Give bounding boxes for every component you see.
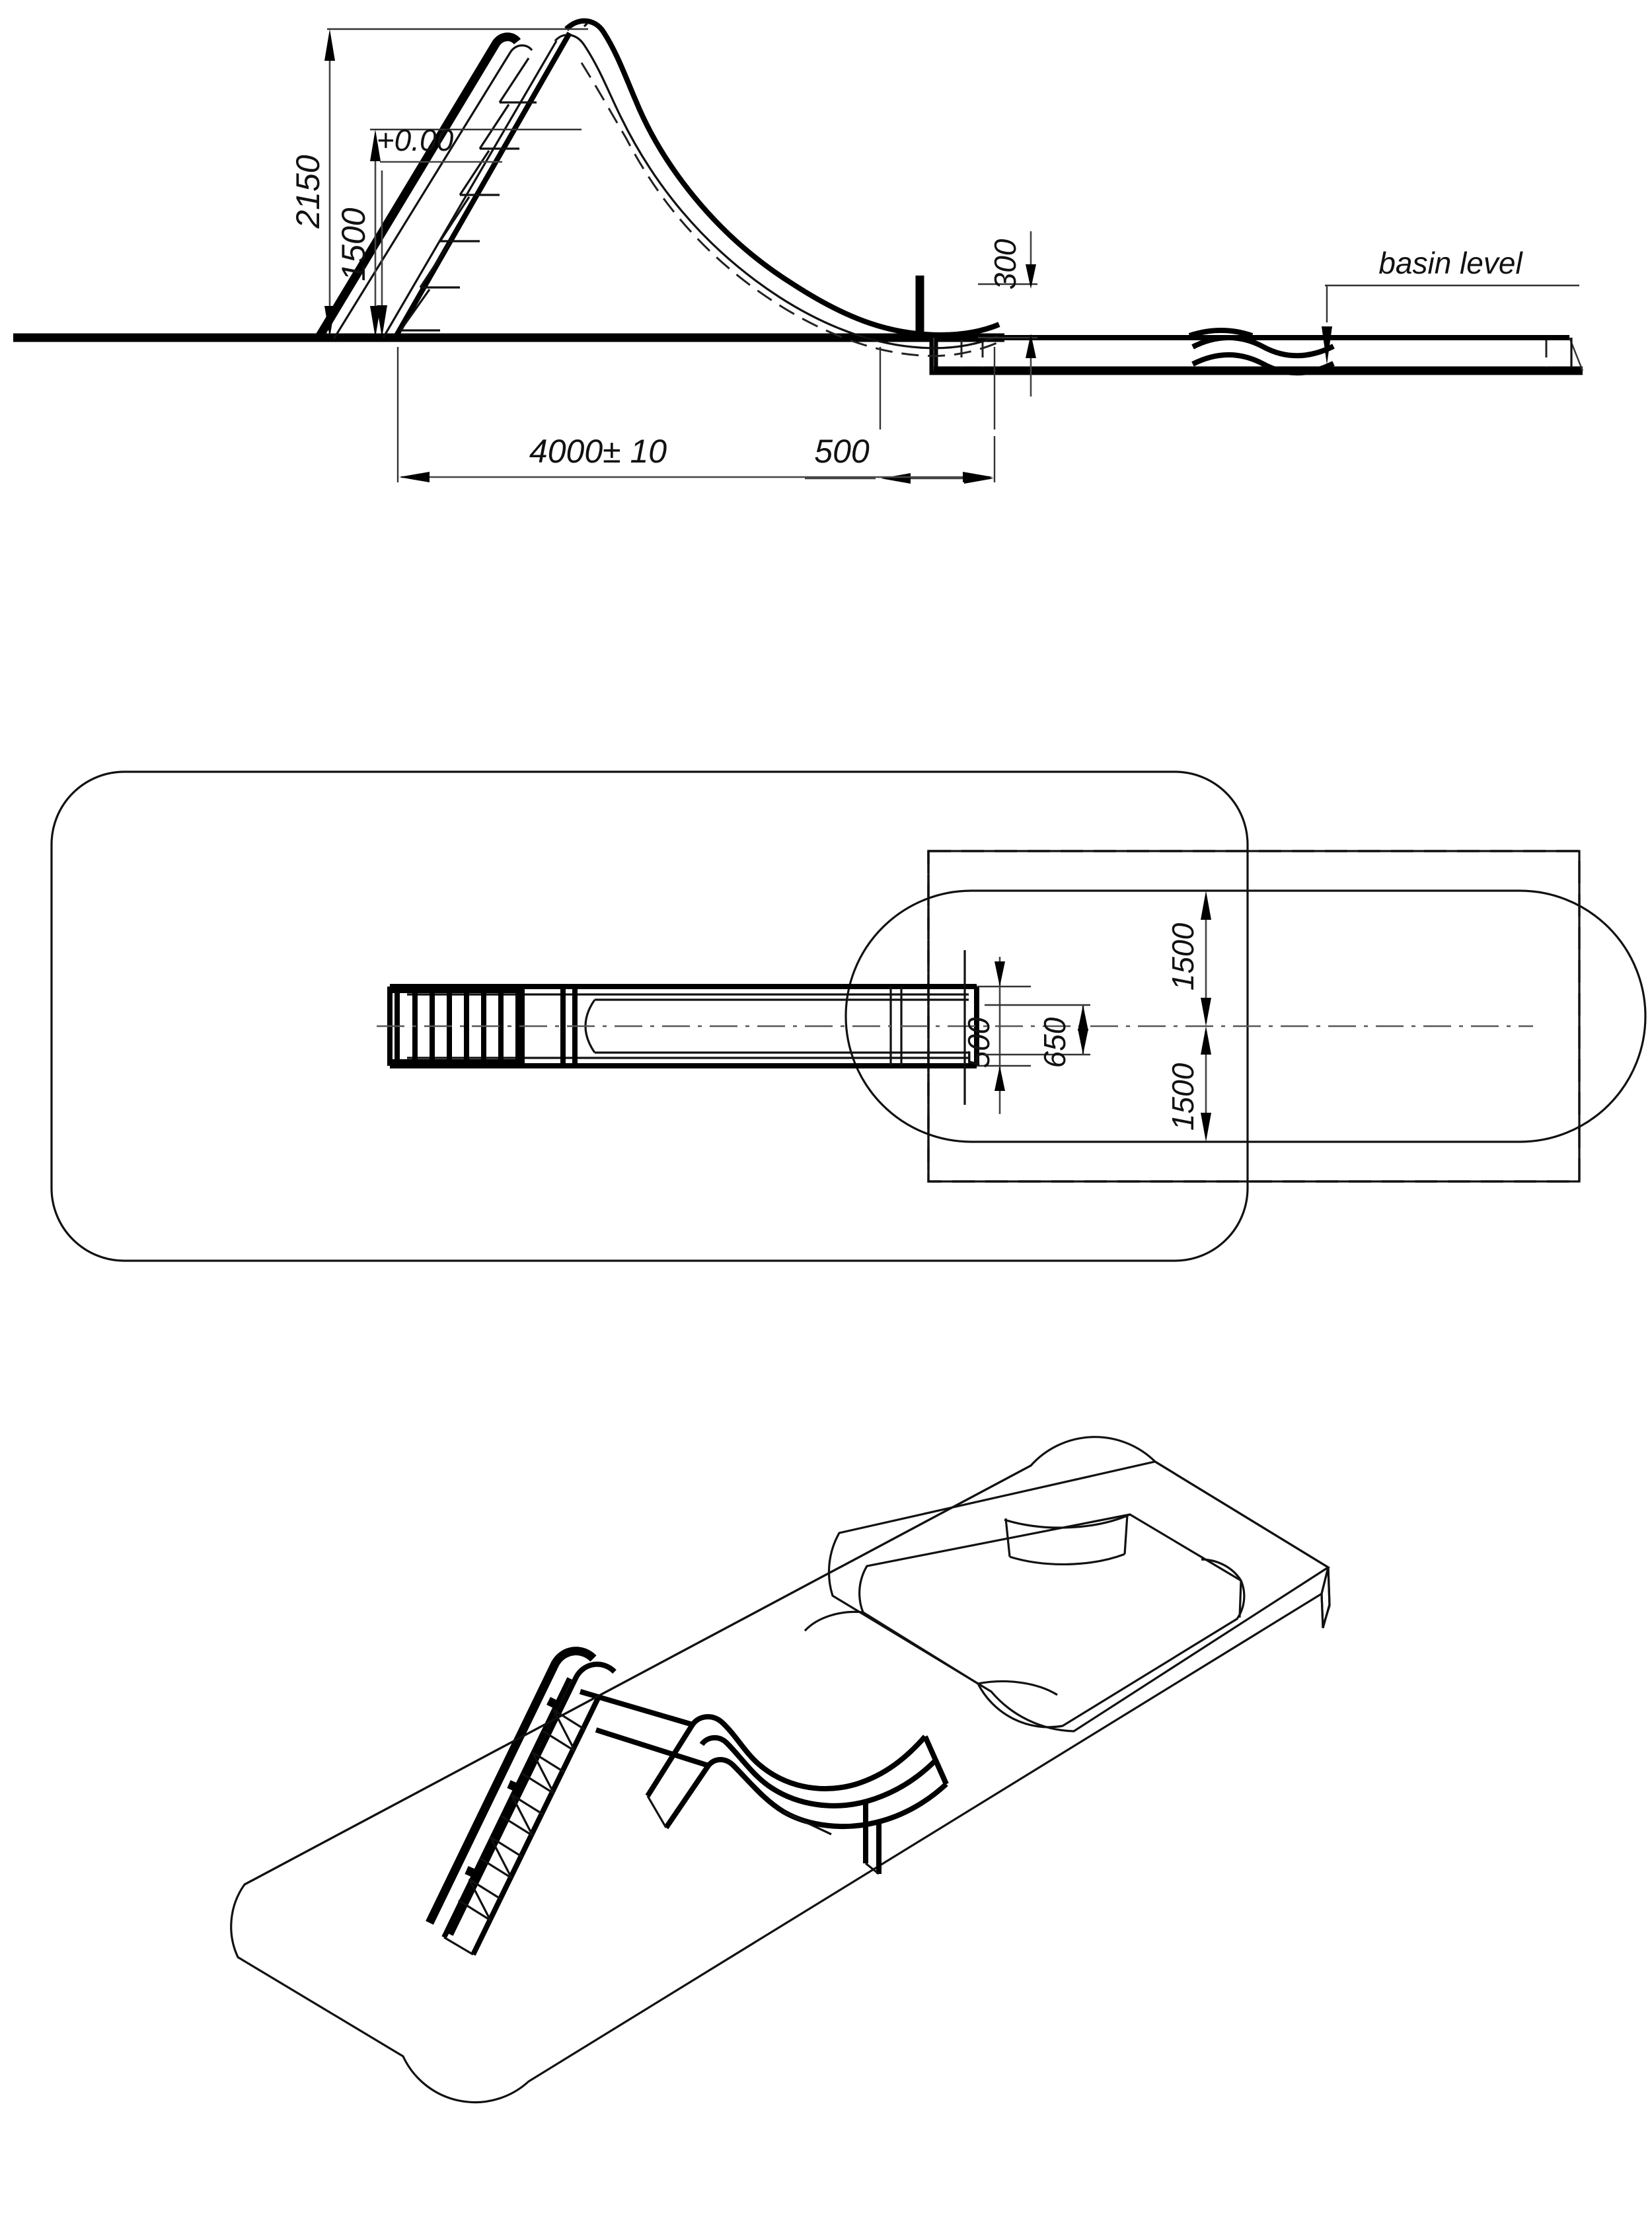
iso-rim-wall-c [1238,1580,1242,1618]
arrow-4000-left [399,472,430,482]
iso-deck-thickness-b [1320,1593,1324,1629]
arrow-pbot1500-up [1201,1026,1211,1055]
dim-label-overall-length: 4000± 10 [529,433,667,470]
slide-structure [314,18,1000,357]
level-marker-ground: +0.00 [377,123,502,338]
dimension-flume-half-width: 500 [961,957,1031,1114]
iso-flume-top-edge [690,1714,928,1791]
iso-flume-bottom-edge [706,1757,948,1830]
dim-label-flume-half-width: 500 [961,1017,996,1068]
arrow-4000-right [963,472,993,482]
arrow-500-left [881,473,911,484]
iso-frame-foot-front [646,1795,667,1828]
apex-mark [583,21,589,28]
dim-label-platform-height: 1500 [335,207,372,281]
arrow-p500-bottom [995,1066,1005,1091]
iso-flume-underside-a [783,1811,832,1836]
arrow-2150-bottom [324,306,335,338]
iso-shelf-arc-2 [977,1680,1058,1696]
arrow-2150-top [324,29,335,61]
level-label-ground: +0.00 [377,123,454,157]
iso-ladder-stringer-a [441,1677,572,1939]
plan-projection-boundary [927,850,1581,1183]
dim-label-exit-offset: 500 [814,433,870,470]
frame-front-rail-inner [382,40,558,338]
top-plan-view: 500 650 1500 [50,770,1647,1262]
dim-label-flume-outer-width: 650 [1037,1017,1072,1068]
arrow-p500-top [995,961,1005,987]
iso-flume-support-base [865,1862,880,1875]
iso-basin-coping [827,1460,1331,1733]
ladder-handrail [314,32,521,342]
dimension-flume-exit-height: 300 [978,231,1037,396]
basin-level-arrow [1322,326,1332,365]
arrow-ptop1500-up [1201,891,1211,920]
iso-handrail-bracket-a [546,1697,561,1710]
dimension-platform-height: 1500 [335,128,582,338]
iso-flume [690,1714,949,1875]
iso-ladder-rungs [458,1709,586,1922]
iso-deck-thickness-c [1322,1604,1331,1629]
plan-deck-outline [50,770,1249,1262]
dimension-basin-offset-bottom: 1500 [1166,1026,1211,1142]
ladder-treads [399,57,537,332]
arrow-p650-bottom [1078,1029,1088,1055]
iso-rim-arc-right [1201,1558,1242,1581]
arrow-p650-top [1078,1005,1088,1031]
arrow-1500-bottom [370,306,381,338]
iso-shelf-arc [804,1610,864,1632]
dim-label-basin-offset-top: 1500 [1166,922,1200,990]
dim-label-basin-offset-bottom: 1500 [1166,1063,1200,1131]
dimension-basin-offset-top: 1500 [1166,891,1211,1026]
flume-outer-edge [564,18,1000,338]
iso-deck-thickness-a [1327,1567,1331,1605]
iso-deck-top [230,1436,1330,2104]
level-marker-basin: basin level [1322,246,1579,365]
iso-ladder-handrail-inner [448,1661,617,1936]
arrow-1500-top [370,130,381,161]
plan-flume [387,984,979,1068]
iso-rim-arc-top-inner [1009,1553,1125,1566]
ladder-handrail-inner [332,44,533,340]
flume-centerline [580,62,999,357]
level-label-basin: basin level [1378,246,1523,280]
dim-label-total-height: 2150 [289,155,326,229]
arrow-pbot1500-down [1201,1113,1211,1142]
iso-handrail-bracket-b [507,1780,523,1793]
ladder-frame-bottom [390,1059,522,1068]
arrow-300-top [1026,264,1036,289]
side-elevation-view: 2150 1500 +0.00 [13,18,1584,484]
iso-ladder-handrail-outer [426,1647,597,1925]
ladder-frame-top [390,984,522,993]
dimension-overall-length: 4000± 10 [396,347,996,482]
water-wave-icon [1188,328,1335,376]
iso-frame-rail-front-2 [663,1764,711,1830]
iso-frame-brace-b [595,1727,710,1768]
iso-a-frame [579,1689,711,1830]
iso-frame-rail-front [645,1723,695,1798]
isometric-3d-view [230,1436,1331,2104]
iso-ladder-foot [443,1936,474,1956]
iso-rim-wall-a [1004,1518,1011,1557]
level-arrow [377,305,387,338]
iso-basin-inner-rim [858,1513,1246,1729]
iso-flume-end-face [922,1735,949,1785]
arrow-ptop1500-down [1201,998,1211,1026]
frame-front-rail [393,32,572,339]
dimension-flume-outer-width: 650 [985,1004,1090,1068]
plan-basin-rect [927,850,1581,1183]
iso-handrail-bracket-c [465,1866,480,1879]
iso-rim-wall-b [1123,1514,1129,1555]
plan-basin-inner [845,889,1647,1143]
iso-rim-arc-top [1004,1513,1131,1529]
dim-label-flume-exit-height: 300 [988,239,1022,289]
flume-inner-edge [554,34,998,350]
iso-ladder [426,1647,617,1956]
dimension-total-height: 2150 [289,28,588,338]
iso-flume-mid-edge [699,1735,938,1809]
iso-ground-edge-upper [244,1464,1032,1886]
arrow-300-bottom [1026,334,1036,358]
iso-ladder-stringer-b [470,1696,601,1956]
